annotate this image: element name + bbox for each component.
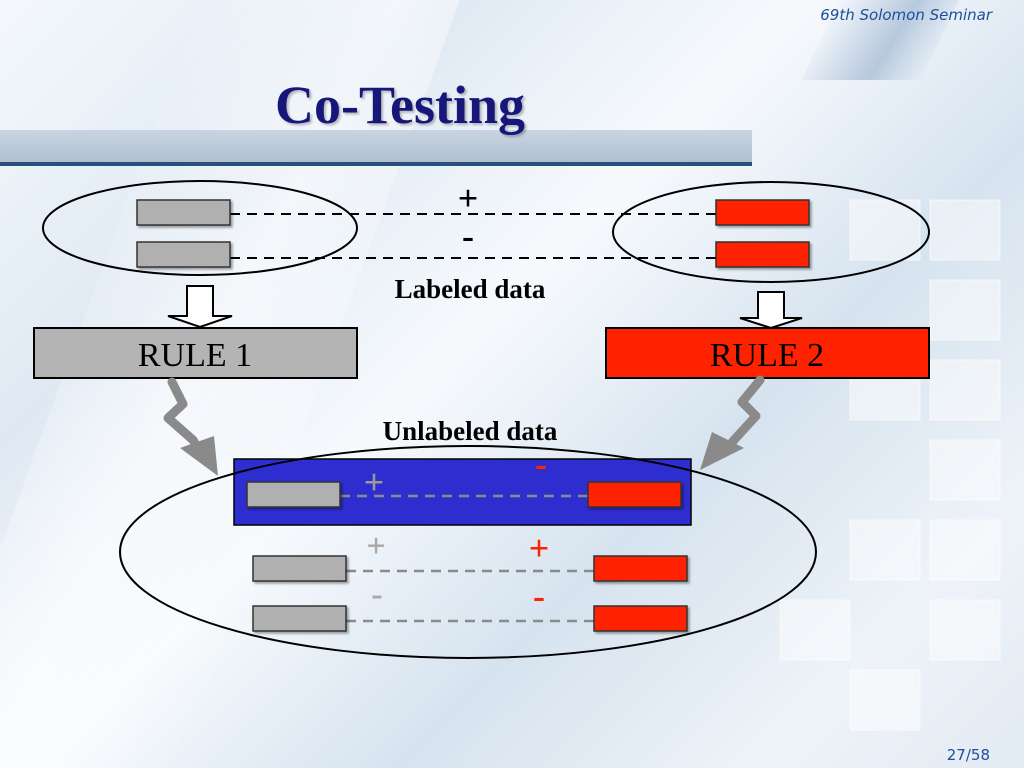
down-arrow-right [739, 291, 803, 330]
labeled-view1-ellipse [42, 180, 358, 276]
unlabeled-view1-block [252, 605, 347, 632]
unlabeled-view2-block [593, 605, 688, 632]
row2-view2-sign: + [529, 528, 550, 568]
unlabeled-view2-block [587, 481, 682, 508]
title-underline-bar [0, 130, 752, 166]
unlabeled-data-ellipse [119, 445, 817, 659]
labeled-view2-block [715, 199, 810, 226]
labeled-plus-sign: + [458, 178, 479, 218]
row3-view1-sign: - [371, 576, 382, 613]
labeled-view2-block [715, 241, 810, 268]
labeled-minus-sign: - [462, 216, 474, 256]
lightning-arrow-left-head [180, 436, 218, 476]
labeled-view2-ellipse [612, 181, 930, 283]
rule2-label: RULE 2 [710, 337, 824, 374]
slide-title: Co-Testing [275, 75, 526, 135]
unlabeled-view2-block [593, 555, 688, 582]
lightning-arrow-right-head [700, 432, 744, 470]
labeled-data-caption: Labeled data [395, 274, 546, 304]
rule2-box [605, 327, 930, 379]
unlabeled-view1-block [246, 481, 341, 508]
unlabeled-view1-block [252, 555, 347, 582]
page-number: 27/58 [946, 746, 990, 764]
row1-view2-sign: - [535, 444, 547, 484]
row1-view1-sign: + [364, 462, 385, 502]
labeled-view1-block [136, 241, 231, 268]
unlabeled-data-caption: Unlabeled data [383, 416, 558, 446]
lightning-arrow-left [163, 377, 205, 457]
rule1-label: RULE 1 [138, 337, 252, 374]
labeled-view1-block [136, 199, 231, 226]
down-arrow-left [167, 285, 233, 329]
row2-view1-sign: + [366, 528, 385, 565]
seminar-header: 69th Solomon Seminar [820, 6, 992, 24]
lightning-arrow-right [723, 375, 765, 453]
rule1-box [33, 327, 358, 379]
row3-view2-sign: - [533, 576, 545, 616]
